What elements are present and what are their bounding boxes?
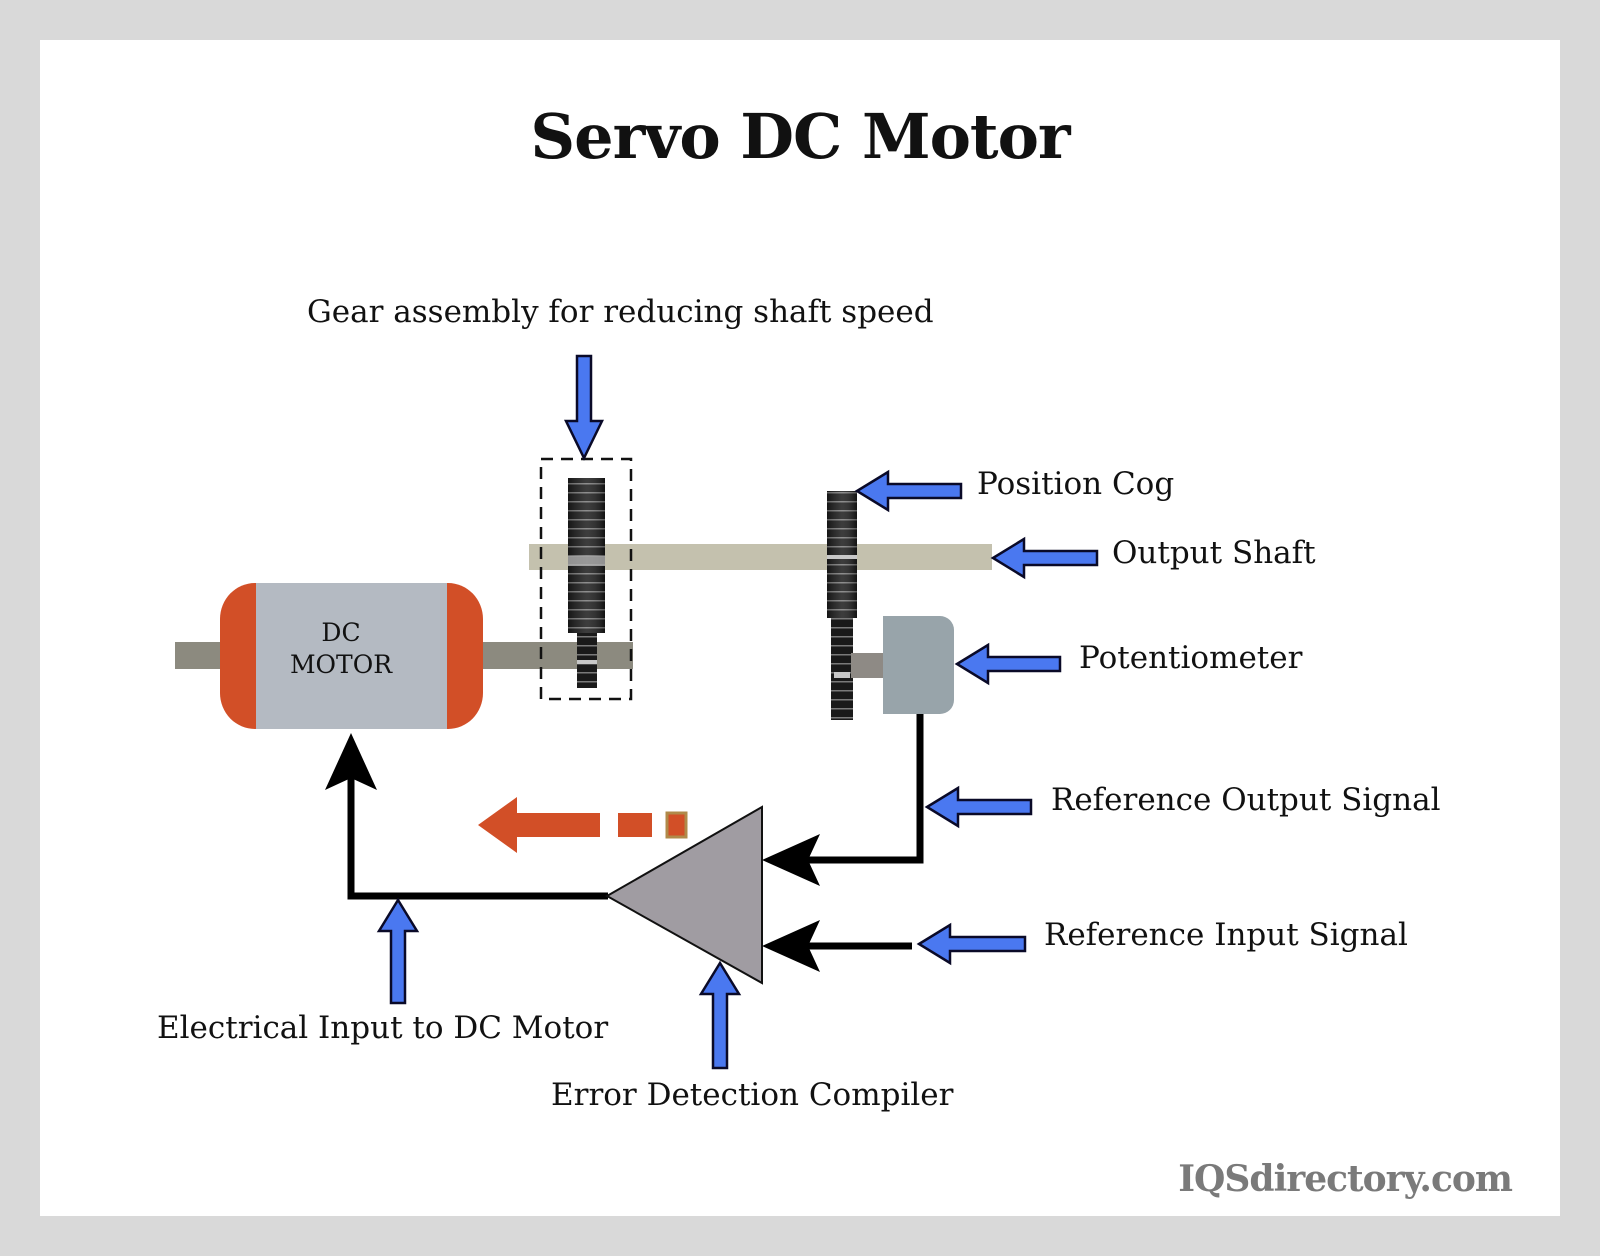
pointer-arrow-reference-input — [916, 922, 1027, 966]
motor-label-line1: DC — [321, 618, 361, 647]
potentiometer-shaft — [851, 653, 887, 678]
orange-direction-arrow — [478, 797, 688, 853]
pointer-arrow-error-detection — [698, 960, 742, 1070]
arrowhead-feedback — [762, 834, 820, 886]
label-potentiometer: Potentiometer — [1079, 640, 1303, 676]
signal-lines — [347, 714, 924, 950]
arrowhead-reference-input — [762, 920, 820, 972]
motor-label-line2: MOTOR — [289, 650, 393, 679]
motor-input-line — [347, 775, 608, 900]
label-position-cog: Position Cog — [977, 466, 1175, 502]
gear-dashed-box — [539, 457, 633, 701]
feedback-line — [800, 714, 924, 864]
brand-watermark: IQSdirectory.com — [1178, 1158, 1513, 1200]
pointer-arrow-position-cog — [854, 469, 963, 513]
error-detection-comparator — [604, 805, 763, 985]
motor-label: DC MOTOR — [286, 617, 396, 681]
output-shaft — [529, 544, 992, 570]
label-reference-input: Reference Input Signal — [1044, 917, 1408, 953]
pointer-arrow-reference-output — [924, 785, 1033, 829]
pointer-arrow-electrical-input — [376, 897, 420, 1005]
label-output-shaft: Output Shaft — [1112, 535, 1316, 571]
motor-body — [256, 583, 447, 729]
label-error-detection: Error Detection Compiler — [551, 1077, 954, 1113]
page-title: Servo DC Motor — [530, 100, 1070, 173]
potentiometer — [851, 616, 954, 714]
potentiometer-body — [883, 616, 954, 714]
position-cog — [827, 491, 857, 720]
arrowhead-motor-input — [325, 733, 377, 790]
pointer-arrow-output-shaft — [990, 536, 1099, 580]
label-gear-assembly: Gear assembly for reducing shaft speed — [307, 294, 934, 330]
label-reference-output: Reference Output Signal — [1051, 782, 1441, 818]
pointer-arrow-gear-assembly — [564, 354, 604, 461]
label-electrical-input: Electrical Input to DC Motor — [157, 1010, 609, 1046]
pointer-arrow-potentiometer — [954, 642, 1062, 686]
dc-motor — [220, 583, 483, 729]
gear-assembly — [539, 457, 633, 701]
